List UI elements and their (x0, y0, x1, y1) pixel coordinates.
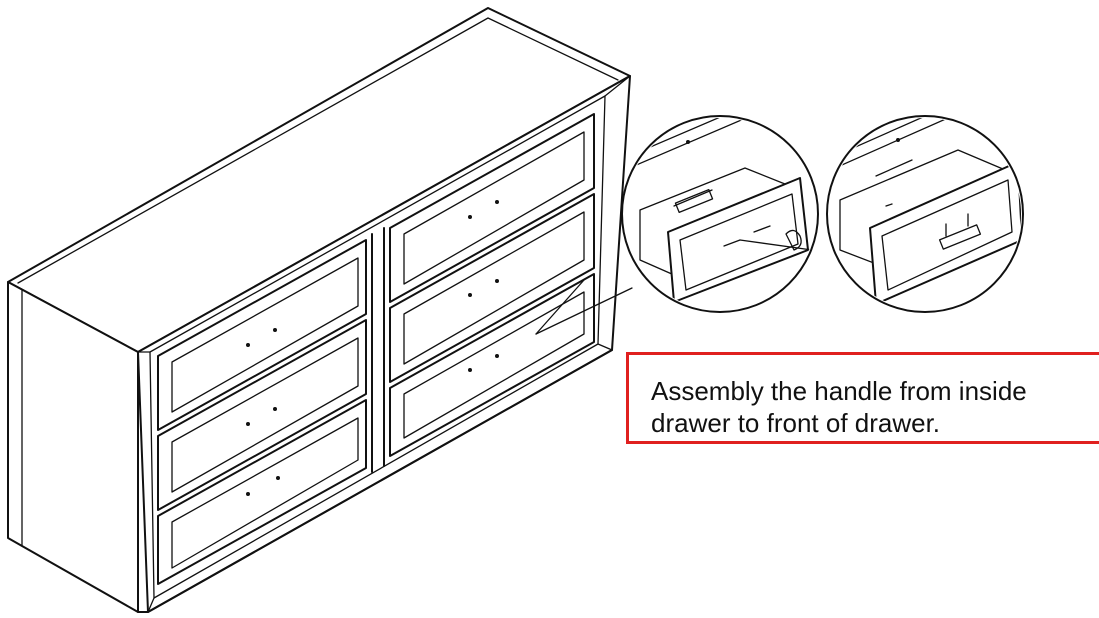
center-divider (371, 227, 385, 473)
instruction-line-1: Assembly the handle from inside (651, 376, 1027, 406)
callout-pointer (535, 279, 633, 335)
left-drawers (157, 239, 367, 585)
instruction-box: Assembly the handle from inside drawer t… (626, 352, 1099, 444)
right-drawers (389, 113, 595, 457)
detail-view-1 (621, 115, 819, 313)
handle-holes (246, 200, 499, 496)
detail-view-2 (826, 115, 1024, 313)
instruction-line-2: drawer to front of drawer. (651, 408, 941, 438)
